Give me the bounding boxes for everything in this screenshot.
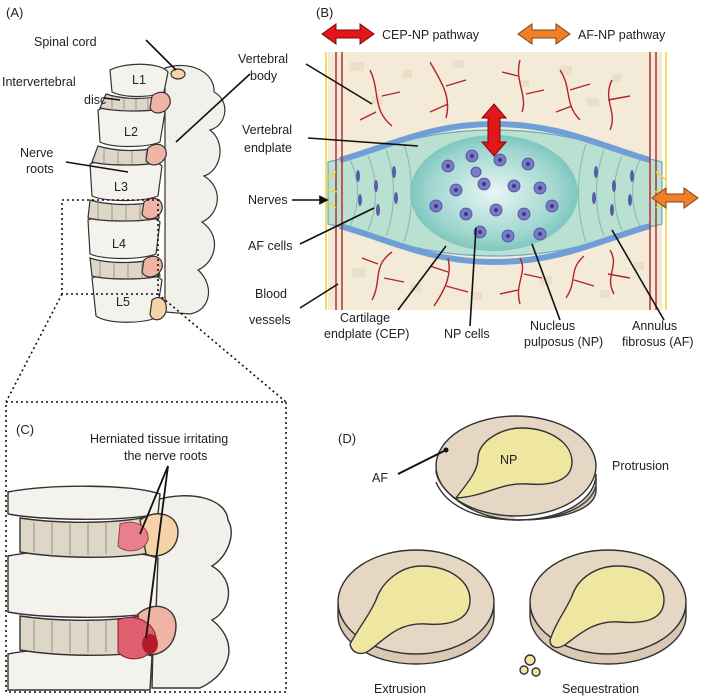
extrusion-disc xyxy=(337,549,495,665)
label-endplate-2: endplate xyxy=(244,141,292,155)
label-nerve-1: Nerve xyxy=(20,146,53,160)
label-cep-2: endplate (CEP) xyxy=(324,327,409,341)
panel-c: (C) Herniated tissue irritating the nerv… xyxy=(5,401,287,693)
leader-annulus xyxy=(611,229,665,321)
panel-b: (B) CEP-NP pathway AF-NP pathway xyxy=(175,5,699,349)
herniated-tissue-upper xyxy=(117,521,149,552)
disc-l3-l4 xyxy=(87,199,160,222)
zoom-guide-left xyxy=(5,293,63,403)
vertebra-label-l5: L5 xyxy=(116,295,130,309)
vertebra-label-l4: L4 xyxy=(112,237,126,251)
label-annulus-1: Annulus xyxy=(632,319,677,333)
label-nucleus-1: Nucleus xyxy=(530,319,575,333)
label-nucleus-2: pulposus (NP) xyxy=(524,335,603,349)
leader-disc xyxy=(103,97,121,101)
label-blood-1: Blood xyxy=(255,287,287,301)
label-vertebral-body-2: body xyxy=(250,69,278,83)
vertebra-label-l3: L3 xyxy=(114,180,128,194)
label-nerves: Nerves xyxy=(248,193,288,207)
cartilage-endplate-bottom xyxy=(339,223,651,266)
caption-herniated-1: Herniated tissue irritating xyxy=(90,432,228,446)
herniation-illustration xyxy=(7,485,232,691)
leader-nucleus xyxy=(531,243,561,321)
panel-a: (A) xyxy=(2,5,287,403)
label-protrusion: Protrusion xyxy=(612,459,669,473)
leader-blood-vessels xyxy=(299,283,339,309)
leader-a-vertebral-body xyxy=(175,73,251,143)
zoom-guide-right xyxy=(157,293,287,403)
sequestration-disc xyxy=(519,549,687,677)
leader-spinal-cord xyxy=(145,39,177,71)
np-cells xyxy=(429,149,559,243)
label-sequestration: Sequestration xyxy=(562,682,639,696)
leader-nerve-roots xyxy=(65,161,129,173)
label-annulus-2: fibrosus (AF) xyxy=(622,335,694,349)
leader-af xyxy=(397,449,447,475)
af-np-pathway-arrow xyxy=(651,187,699,209)
protrusion-disc xyxy=(435,415,597,521)
af-cells xyxy=(356,166,634,216)
leader-vertebral-body xyxy=(305,63,373,105)
panel-d-letter: (D) xyxy=(338,431,356,446)
label-nerve-2: roots xyxy=(26,162,54,176)
legend-af-np-label: AF-NP pathway xyxy=(578,28,666,42)
label-np: NP xyxy=(500,453,517,467)
legend-cep-np: CEP-NP pathway xyxy=(321,23,480,45)
label-intervertebral-2: disc xyxy=(84,93,106,107)
leader-np-cells xyxy=(469,227,477,327)
label-extrusion: Extrusion xyxy=(374,682,426,696)
label-intervertebral-1: Intervertebral xyxy=(2,75,76,89)
panel-a-letter: (A) xyxy=(6,5,23,20)
leader-af-cells xyxy=(299,207,375,245)
lumbar-spine-illustration xyxy=(87,63,226,323)
vertebra-l1-body xyxy=(109,63,169,98)
label-spinal-cord: Spinal cord xyxy=(34,35,97,49)
caption-herniated-2: the nerve roots xyxy=(124,449,207,463)
panel-c-letter: (C) xyxy=(16,422,34,437)
leader-herniation-upper xyxy=(139,465,169,535)
label-cep-1: Cartilage xyxy=(340,311,390,325)
label-vertebral-body-1: Vertebral xyxy=(238,52,288,66)
cep-np-pathway-arrow xyxy=(480,103,508,157)
legend-af-np: AF-NP pathway xyxy=(517,23,666,45)
blood-vessels xyxy=(335,52,657,310)
leader-herniation-lower xyxy=(145,465,169,639)
vertebra-label-l2: L2 xyxy=(124,125,138,139)
leader-cep xyxy=(397,245,447,311)
label-blood-2: vessels xyxy=(249,313,291,327)
leader-endplate xyxy=(307,137,419,147)
label-af: AF xyxy=(372,471,388,485)
panel-d: (D) NP AF Protrusion Extrusion xyxy=(337,415,687,696)
label-endplate-1: Vertebral xyxy=(242,123,292,137)
vertebra-label-l1: L1 xyxy=(132,73,146,87)
panel-b-letter: (B) xyxy=(316,5,333,20)
nerves xyxy=(325,52,667,310)
label-af-cells: AF cells xyxy=(248,239,292,253)
label-np-cells: NP cells xyxy=(444,327,490,341)
legend-cep-np-label: CEP-NP pathway xyxy=(382,28,480,42)
